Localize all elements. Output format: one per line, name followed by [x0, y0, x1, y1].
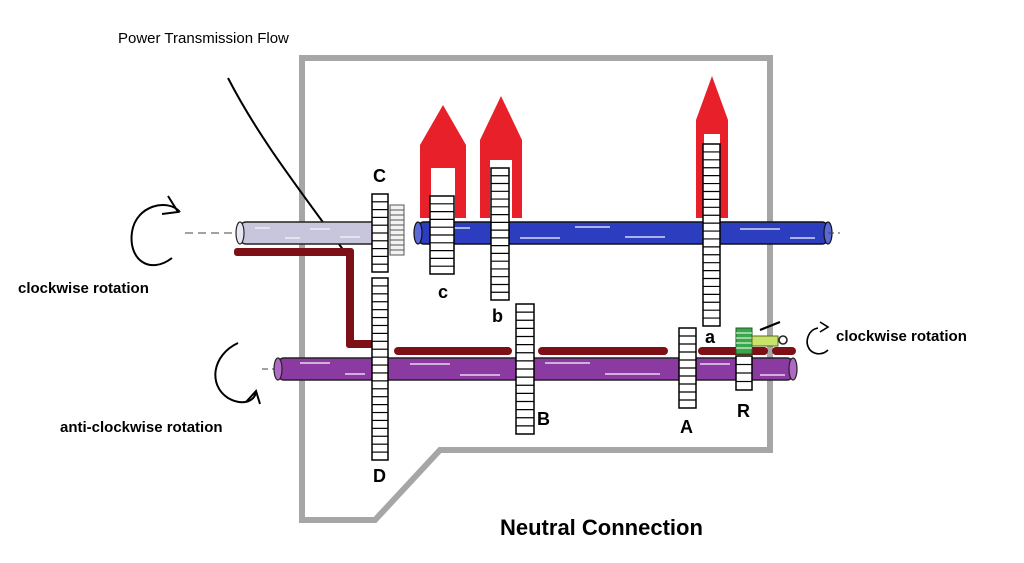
countershaft: [262, 357, 798, 381]
reverse-idler-gear: [735, 320, 788, 355]
diagram-caption: Neutral Connection: [500, 515, 703, 540]
reverse-rotation-arrow-icon: [806, 321, 830, 355]
gear-a: [702, 143, 721, 327]
gear-b: [490, 167, 510, 301]
diagram-title: Power Transmission Flow: [118, 30, 289, 47]
input-rotation-label: clockwise rotation: [18, 280, 149, 297]
gear-c: [429, 195, 455, 275]
countershaft-rotation-label: anti-clockwise rotation: [60, 419, 223, 436]
gears: [371, 143, 753, 461]
gear-label-b-small: b: [492, 306, 503, 326]
gear-c-clutch-teeth: [389, 204, 405, 256]
gear-C: [371, 193, 389, 273]
gear-label-C: C: [373, 166, 386, 186]
gear-D: [371, 277, 389, 461]
gear-B: [515, 303, 535, 435]
input-rotation-arrow-icon: [130, 195, 181, 267]
gear-label-R: R: [737, 401, 750, 421]
main-shaft: [413, 221, 840, 245]
gear-R: [735, 355, 753, 391]
gear-A: [678, 327, 697, 409]
gear-label-B: B: [537, 409, 550, 429]
shift-fork-b: [480, 96, 522, 218]
gear-label-a-small: a: [705, 327, 716, 347]
gear-label-D: D: [373, 466, 386, 486]
power-flow-path: [234, 248, 796, 355]
reverse-rotation-label: clockwise rotation: [836, 328, 967, 345]
gearbox-housing: [299, 55, 773, 523]
gear-label-A: A: [680, 417, 693, 437]
countershaft-rotation-arrow-icon: [214, 342, 261, 405]
gear-label-c-small: c: [438, 282, 448, 302]
shift-fork-c: [420, 105, 466, 218]
input-shaft: [185, 221, 381, 245]
